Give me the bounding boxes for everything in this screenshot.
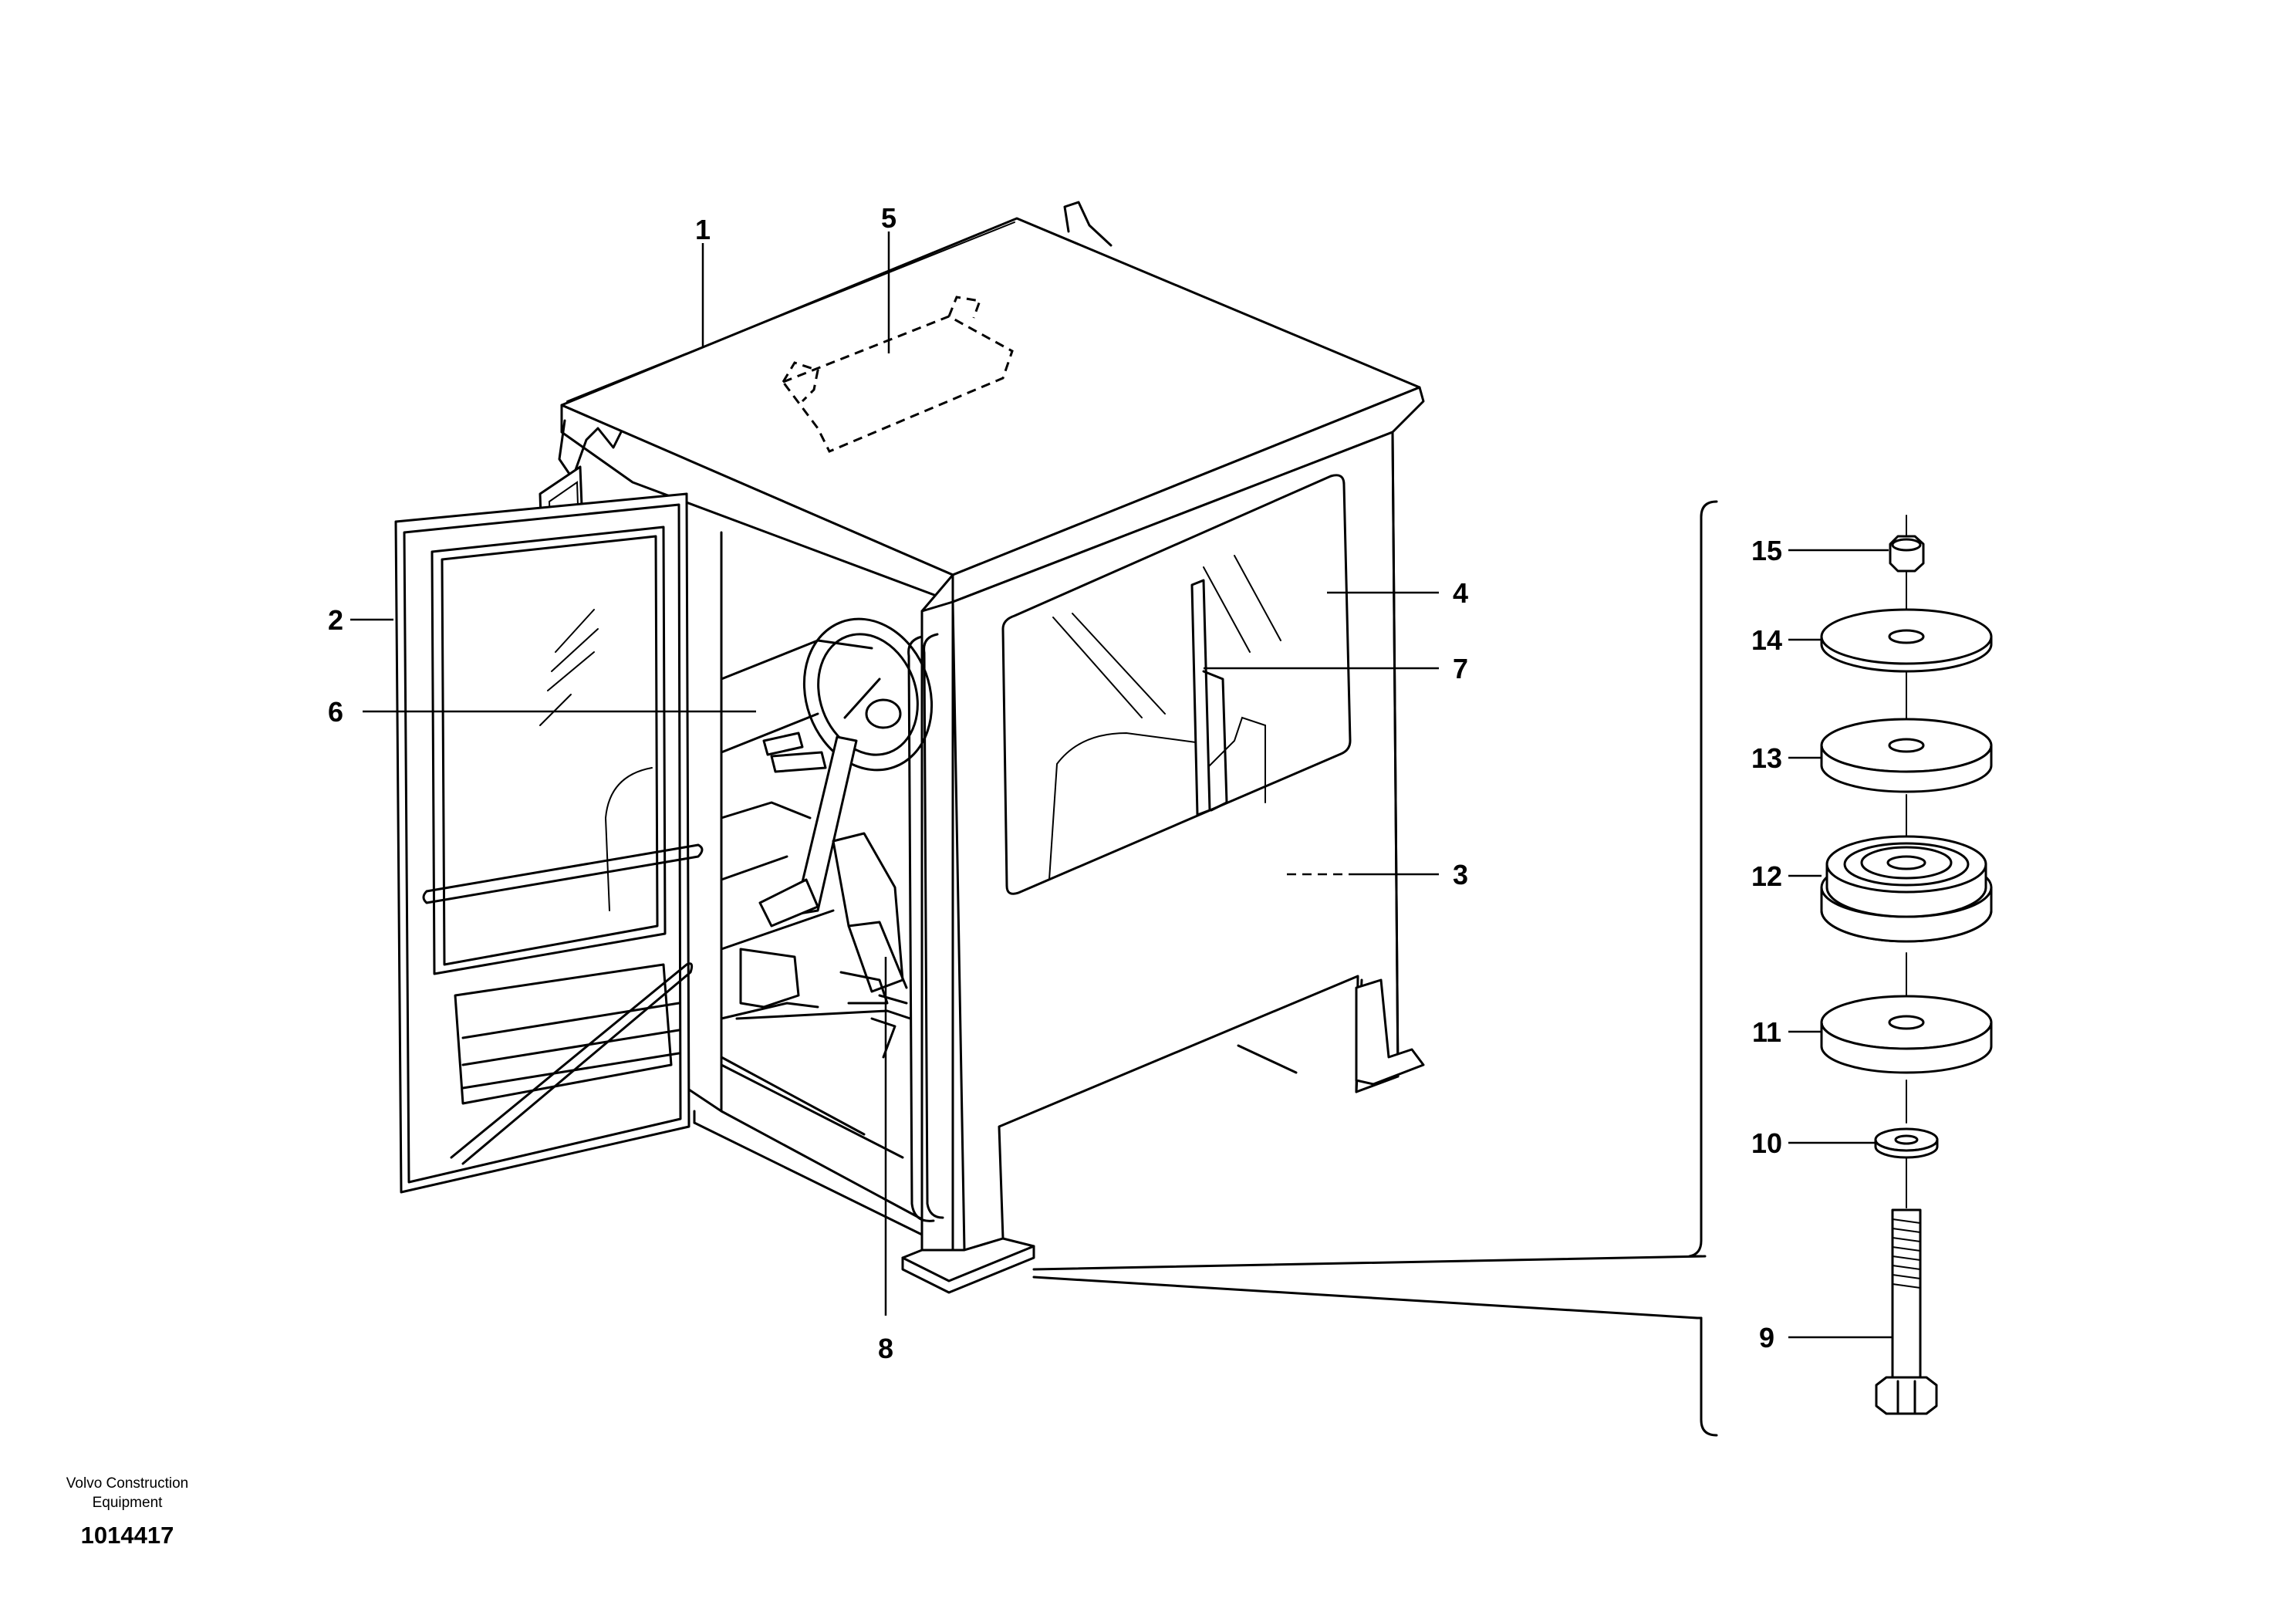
part-15-nut: [1889, 535, 1925, 573]
callout-3: 3: [1453, 859, 1468, 890]
callout-15: 15: [1751, 535, 1782, 566]
callout-14: 14: [1751, 624, 1782, 656]
cab-door: [394, 492, 690, 1194]
callout-8: 8: [878, 1333, 893, 1364]
callout-7: 7: [1453, 653, 1468, 684]
door-glass: [430, 525, 667, 975]
callout-12: 12: [1751, 860, 1782, 892]
exploded-mount: [1820, 515, 1993, 1415]
wiper-arm: [1190, 579, 1211, 816]
grab-handle: [907, 635, 935, 1222]
part-9-bolt: [1891, 1208, 1922, 1383]
exploded-view-bracket: [1688, 500, 1718, 1437]
explosion-line-upper: [1032, 1255, 1707, 1271]
footer-drawing-number: 1014417: [81, 1522, 174, 1549]
cab-illustration: [394, 201, 1425, 1294]
lifting-eye-front: [558, 419, 623, 480]
side-window: [1001, 474, 1352, 895]
footer-company-line1: Volvo Construction: [66, 1475, 188, 1492]
callout-6: 6: [328, 696, 343, 728]
steering-column: [793, 735, 858, 916]
callout-2: 2: [328, 604, 343, 636]
callout-10: 10: [1751, 1127, 1782, 1159]
explosion-line-lower: [1032, 1276, 1699, 1320]
lifting-eye-rear: [1063, 201, 1113, 247]
callout-11: 11: [1752, 1016, 1781, 1048]
callout-9: 9: [1759, 1322, 1774, 1353]
steering-wheel: [802, 617, 934, 772]
footer-company-line2: Equipment: [93, 1495, 164, 1511]
operator-seat: [832, 832, 904, 993]
callout-5: 5: [881, 202, 896, 234]
callout-1: 1: [695, 214, 711, 245]
cab-door-frame: [685, 492, 723, 1113]
callout-4: 4: [1453, 577, 1468, 609]
callout-13: 13: [1751, 742, 1782, 774]
